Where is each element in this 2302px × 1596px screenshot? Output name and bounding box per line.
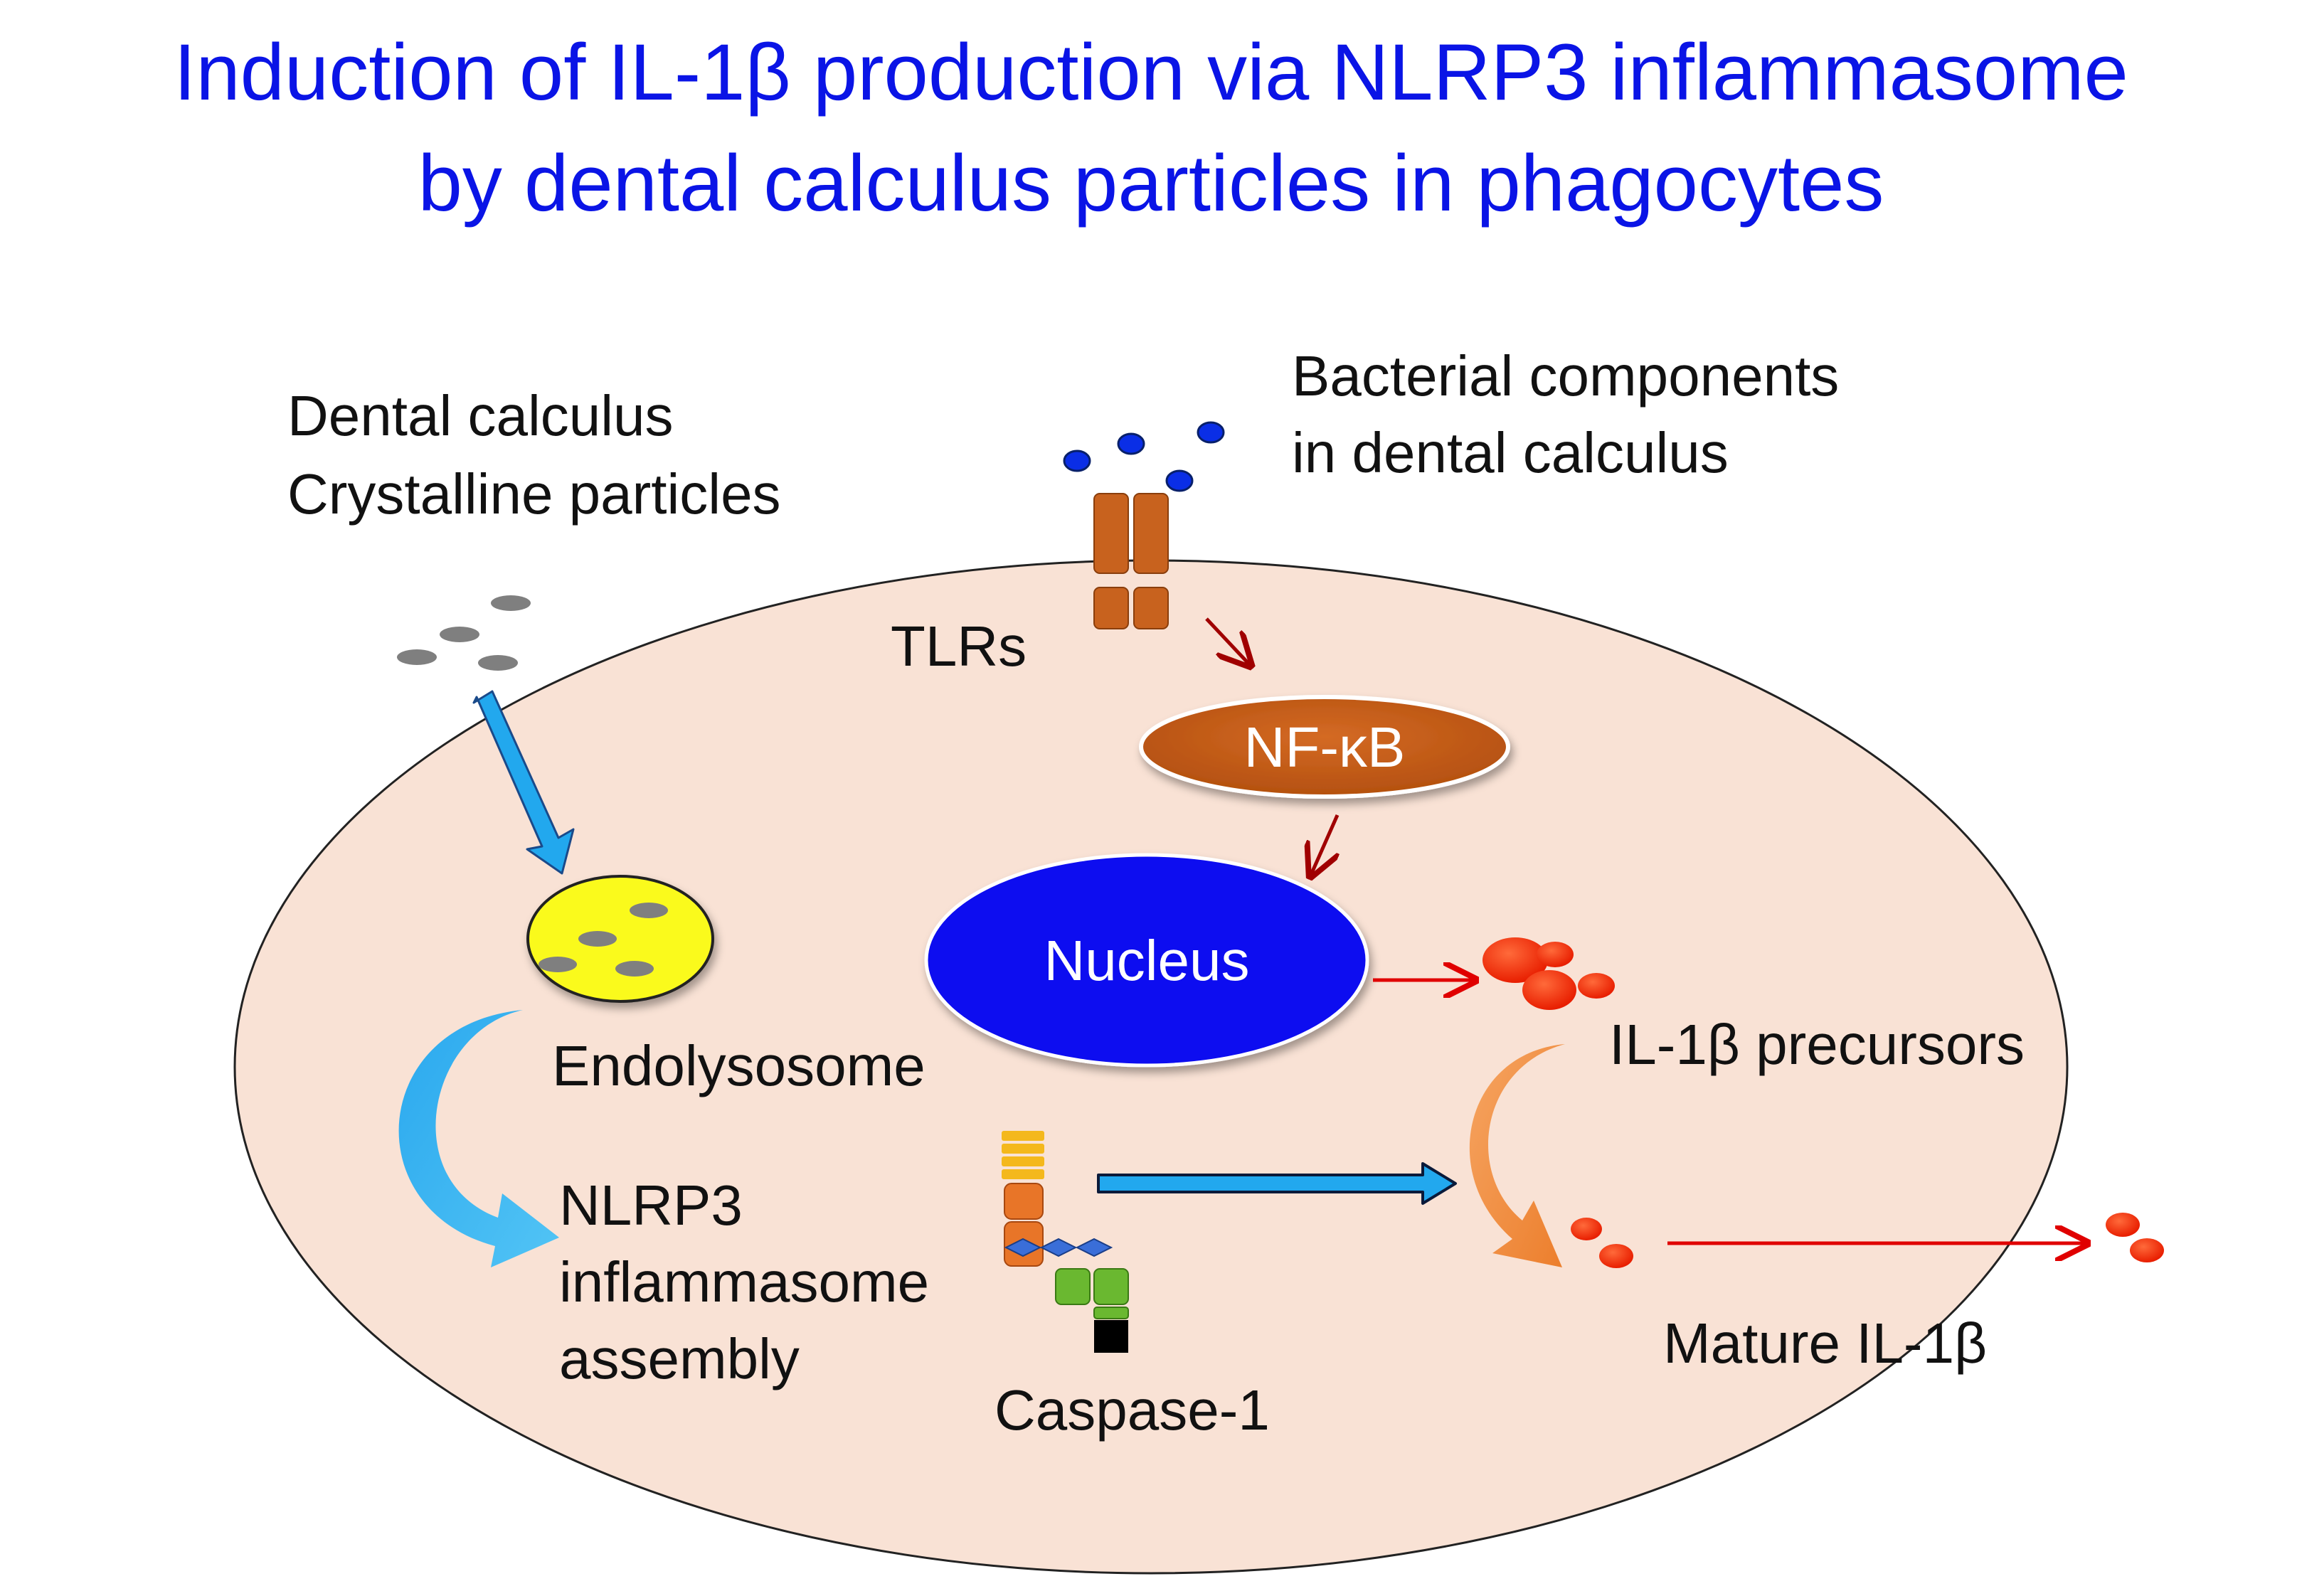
caspase-1-icon: [1002, 1131, 1129, 1353]
crystalline-particles-label: Crystalline particles: [287, 462, 781, 526]
endolysosome: [526, 875, 714, 1003]
nlrp3-label-line-1: NLRP3: [559, 1174, 743, 1237]
caspase-action-arrow: [1097, 1162, 1457, 1205]
mature-il1b-label: Mature IL-1β: [1663, 1312, 1987, 1375]
title-line-2: by dental calculus particles in phagocyt…: [418, 139, 1884, 228]
tlrs-label: TLRs: [891, 615, 1027, 678]
title-line-1: Induction of IL-1β production via NLRP3 …: [174, 28, 2128, 117]
nfkb-label: NF-κB: [1244, 715, 1406, 779]
in-dental-calculus-label: in dental calculus: [1292, 421, 1729, 484]
caspase-1-label: Caspase-1: [994, 1378, 1270, 1442]
nucleus-label: Nucleus: [1044, 929, 1249, 992]
tlr-to-nfkb-arrow: [1205, 617, 1251, 666]
secreted-mature-il1b: [2106, 1213, 2164, 1262]
nfkb-to-nucleus-arrow: [1310, 814, 1337, 876]
bacterial-particles: [1063, 421, 1225, 492]
il1b-precursors-label: IL-1β precursors: [1609, 1013, 2025, 1076]
crystalline-particles: [397, 595, 531, 671]
curved-orange-arrow: [1469, 1044, 1565, 1267]
nlrp3-label-line-2: inflammasome: [559, 1250, 929, 1314]
endolysosome-label: Endolysosome: [552, 1034, 925, 1097]
curved-blue-arrow: [398, 1010, 559, 1267]
il1b-precursors-cluster: [1482, 937, 1615, 1010]
endolysosome-particles: [539, 903, 668, 977]
nfkb-oval: [1139, 695, 1510, 799]
nlrp3-label-line-3: assembly: [559, 1327, 800, 1390]
mature-il1b-inside: [1571, 1218, 1633, 1268]
bacterial-components-label: Bacterial components: [1292, 344, 1839, 408]
uptake-arrow: [472, 690, 575, 875]
dental-calculus-label: Dental calculus: [287, 384, 674, 447]
nucleus: [924, 853, 1369, 1068]
tlr-receptor-icon: [1093, 493, 1169, 629]
